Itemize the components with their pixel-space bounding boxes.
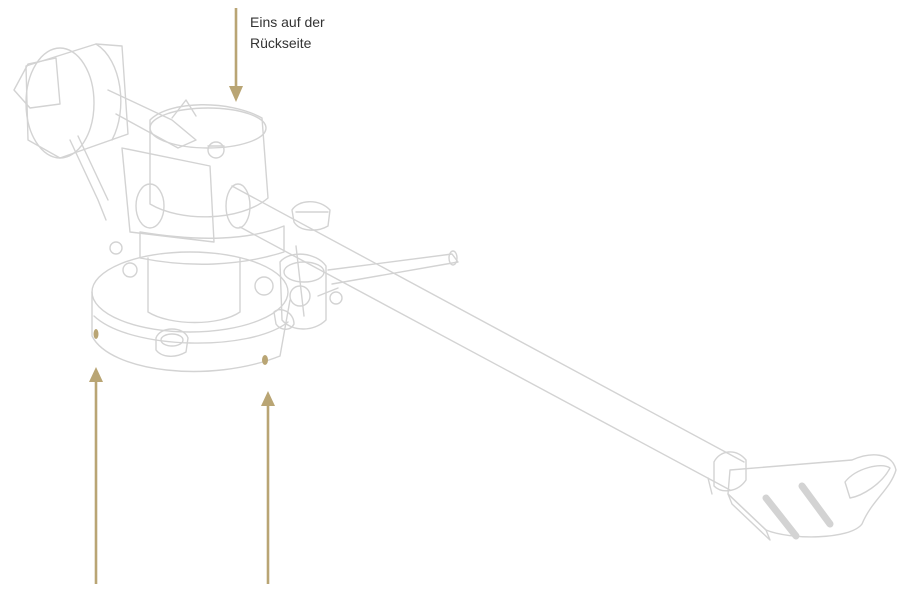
pivot-housing [69,89,285,265]
annotation-label: Eins auf der Rückseite [250,12,325,54]
counterweight [13,43,129,159]
headshell [707,454,897,541]
brass-screws [93,329,268,365]
arrow-top-down [229,8,243,102]
arrow-left-up [89,367,103,584]
annotation-arrows [89,8,275,584]
mounting-base [91,251,291,373]
annotation-line-2: Rückseite [250,35,312,51]
arrow-right-up [261,391,275,584]
arm-tube [225,183,747,492]
annotation-line-1: Eins auf der [250,14,325,30]
